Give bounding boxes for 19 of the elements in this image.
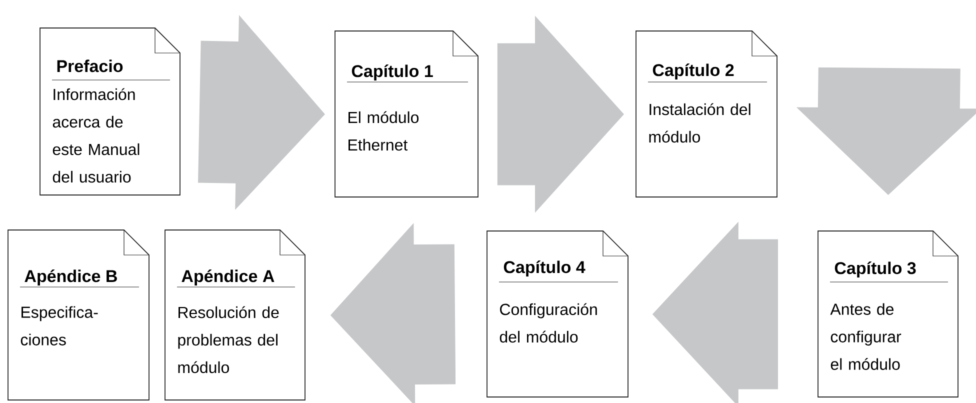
body-text: El módulo Ethernet [348,111,419,151]
block-arrow [796,67,976,195]
block-arrow [198,15,325,210]
body-text: Resolución de problemas del módulo [178,306,279,374]
heading: Capítulo 3 [834,262,916,278]
body-text: Información acerca de este Manual del usuario [52,88,140,183]
block-arrow [497,16,624,213]
heading: Capítulo 4 [504,260,586,277]
body-text: Antes de configurar el módulo [830,303,902,370]
heading: Capítulo 1 [352,64,433,81]
heading: Capítulo 2 [652,64,734,80]
block-arrow [652,222,778,403]
body-text: Especifica- ciones [20,306,98,346]
body-text: Instalación del módulo [649,103,750,143]
block-arrow [330,223,456,403]
heading: Apéndice A [182,270,274,286]
heading: Prefacio [57,60,123,72]
heading: Apéndice B [24,270,117,286]
body-text: Configuración del módulo [500,303,597,343]
